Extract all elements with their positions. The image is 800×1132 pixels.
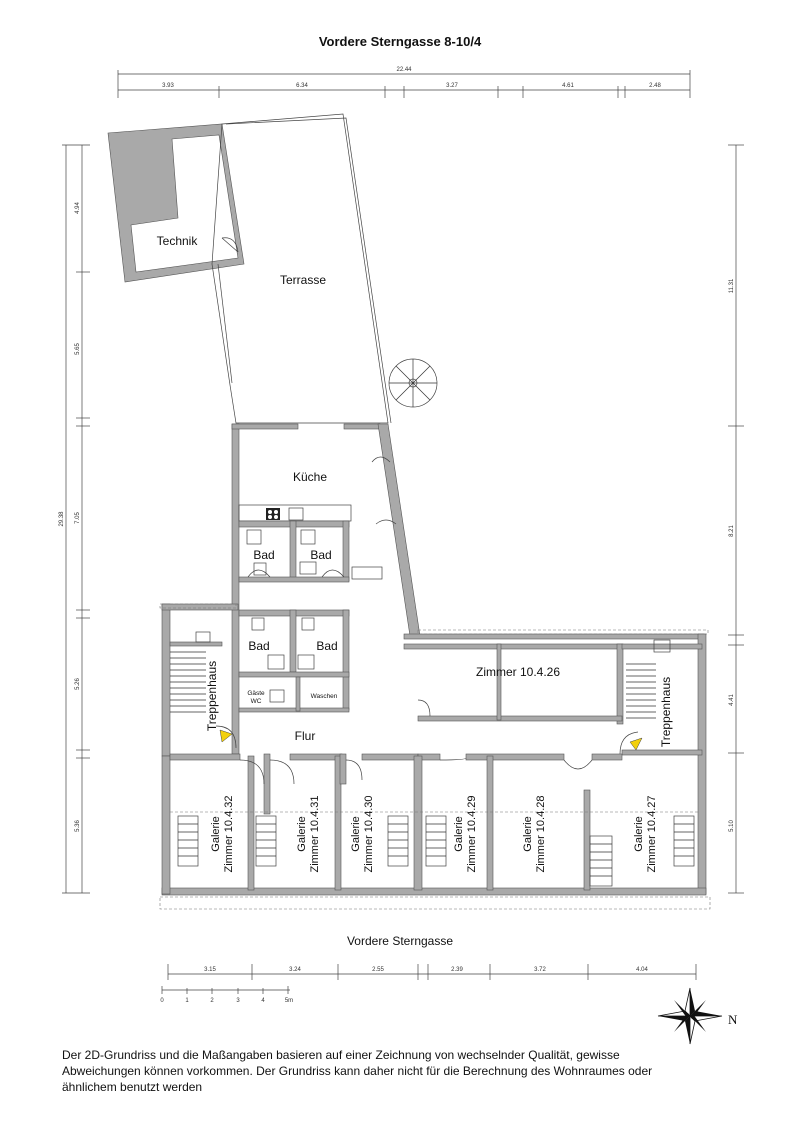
zimmer-26 (403, 643, 624, 725)
stairwell-left (169, 631, 237, 749)
label-bad-1: Bad (253, 548, 274, 562)
stairwell-right (619, 639, 703, 756)
scale-label-0: 0 (160, 998, 164, 1004)
dim-right-1: 11.31 (729, 278, 735, 293)
bathrooms-lower (238, 609, 350, 713)
bathrooms-upper (238, 520, 383, 583)
label-galerie-30-line1: Galerie (350, 816, 362, 851)
label-galerie-31-line2: Zimmer 10.4.31 (309, 795, 321, 872)
label-galerie-31-line1: Galerie (296, 816, 308, 851)
plan-title: Vordere Sterngasse 8-10/4 (318, 34, 482, 49)
disclaimer-text: Der 2D-Grundriss und die Maßangaben basi… (62, 1048, 653, 1094)
label-galerie-29-line2: Zimmer 10.4.29 (466, 795, 478, 872)
scale-bar: 0 1 2 3 4 5m (160, 986, 293, 1004)
dim-bottom-4: 2.39 (451, 967, 463, 973)
dim-left-5: 5.36 (75, 820, 81, 832)
dim-left-3: 7.05 (75, 512, 81, 524)
label-galerie-32-line1: Galerie (210, 816, 222, 851)
technik-room (107, 123, 245, 283)
dim-top-2: 6.34 (296, 83, 308, 89)
dim-bottom-1: 3.15 (204, 967, 216, 973)
label-terrasse: Terrasse (280, 273, 326, 287)
kitchen (238, 456, 397, 525)
scale-label-2: 2 (210, 998, 214, 1004)
scale-label-3: 3 (236, 998, 240, 1004)
label-galerie-28-line1: Galerie (522, 816, 534, 851)
top-dimensions: 22.44 3.93 6.34 3.27 4.61 2.48 (117, 67, 691, 98)
dim-top-3: 3.27 (446, 83, 458, 89)
label-zimmer-26: Zimmer 10.4.26 (476, 665, 560, 679)
label-waschen: Waschen (311, 693, 338, 700)
label-galerie-28-line2: Zimmer 10.4.28 (535, 795, 547, 872)
label-bad-4: Bad (316, 639, 337, 653)
label-bad-2: Bad (310, 548, 331, 562)
dim-bottom-5: 3.72 (534, 967, 546, 973)
label-kueche: Küche (293, 470, 327, 484)
dim-left-2: 5.65 (75, 343, 81, 355)
compass-north-label: N (728, 1012, 738, 1027)
label-gaeste-1: Gäste (247, 690, 265, 697)
scale-label-4: 4 (261, 998, 265, 1004)
bottom-dimensions: 3.15 3.24 2.55 2.39 3.72 4.04 (167, 964, 697, 980)
scale-label-5m: 5m (285, 998, 293, 1004)
label-gaeste-2: WC (251, 698, 262, 705)
compass-rose-icon (657, 987, 723, 1045)
galerie-walls (169, 753, 700, 891)
label-treppenhaus-right: Treppenhaus (659, 677, 673, 747)
terrasse (211, 113, 438, 424)
dim-left-total: 29.38 (59, 511, 65, 527)
label-galerie-27-line2: Zimmer 10.4.27 (646, 795, 658, 872)
label-galerie-29-line1: Galerie (453, 816, 465, 851)
galerie-stairs (177, 815, 695, 887)
dim-bottom-3: 2.55 (372, 967, 384, 973)
label-treppenhaus-left: Treppenhaus (205, 661, 219, 731)
label-galerie-27-line1: Galerie (633, 816, 645, 851)
dim-right-2: 8.21 (729, 525, 735, 537)
outer-walls (159, 423, 711, 910)
street-label: Vordere Sterngasse (346, 934, 454, 948)
dim-left-1: 4.94 (75, 202, 81, 214)
dim-bottom-2: 3.24 (289, 967, 301, 973)
dim-top-4: 4.61 (562, 83, 574, 89)
dim-left-4: 5.26 (75, 678, 81, 690)
label-galerie-30-line2: Zimmer 10.4.30 (363, 795, 375, 872)
label-bad-3: Bad (248, 639, 269, 653)
dim-top-1: 3.93 (162, 83, 174, 89)
label-flur: Flur (295, 729, 316, 743)
scale-label-1: 1 (185, 998, 189, 1004)
galerie-labels: Galerie Zimmer 10.4.32 Galerie Zimmer 10… (210, 795, 658, 872)
left-dimensions: 29.38 4.94 5.65 7.05 5.26 5.36 (59, 144, 90, 894)
label-technik: Technik (157, 234, 199, 248)
dim-right-3: 4.41 (729, 694, 735, 706)
dim-top-5: 2.48 (649, 83, 661, 89)
dim-bottom-6: 4.04 (636, 967, 648, 973)
label-galerie-32-line2: Zimmer 10.4.32 (223, 795, 235, 872)
right-dimensions: 11.31 8.21 4.41 5.10 (728, 144, 744, 894)
dim-right-4: 5.10 (729, 820, 735, 832)
dim-top-total: 22.44 (396, 67, 412, 73)
